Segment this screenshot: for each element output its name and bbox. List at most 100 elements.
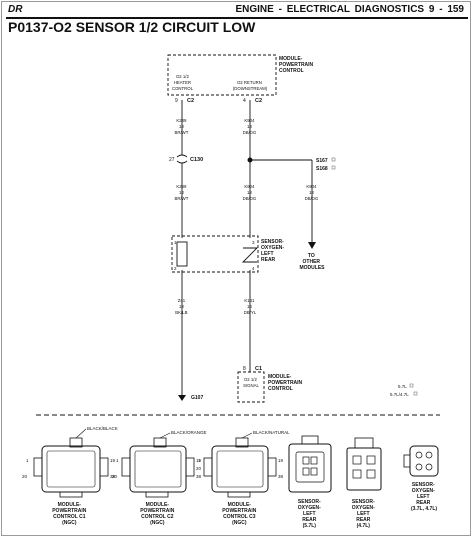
pcm-top-conn-left: C2 <box>187 98 194 104</box>
svg-text:9 4: 9 4 <box>175 98 246 104</box>
c1-color: BLACK/BLACK <box>87 426 118 431</box>
c2-pin-19: 19 <box>196 458 202 463</box>
wire-k904-b-gauge: 18 <box>247 190 252 195</box>
svg-text:SENSOR- OXYGEN- LEFT: SENSOR- OXYGEN- LEFT REAR <box>261 239 285 263</box>
wire-k904-a-code: K904 <box>244 118 255 123</box>
page-title: P0137-O2 SENSOR 1/2 CIRCUIT LOW <box>8 19 256 35</box>
c3-pin-19: 19 <box>278 458 284 463</box>
svg-text:1 2 3 4: 1 2 3 4 <box>174 240 256 271</box>
pcm-bottom-pin-num: 8 <box>243 366 246 372</box>
s57-name-3: LEFT <box>303 511 316 517</box>
s57-name-1: SENSOR- <box>298 499 321 505</box>
c3-pin-38: 38 <box>278 474 284 479</box>
svg-text:MODULE- POWERTRAIN CON: MODULE- POWERTRAIN CONTROL <box>279 56 315 74</box>
connector-c2 <box>121 437 195 498</box>
s57-name-2: OXYGEN- <box>298 505 321 511</box>
c130-arc-top <box>176 154 188 158</box>
to-other-3: MODULES <box>300 265 326 271</box>
note-1-marker <box>409 383 414 388</box>
connector-c1 <box>33 437 109 498</box>
s3747-name-5: (3.7L, 4.7L) <box>411 506 437 512</box>
pcm-bottom-pin-2: SIGNAL <box>243 383 259 388</box>
pcm-top-name-3: CONTROL <box>279 68 304 74</box>
c1-pin-20: 20 <box>22 474 28 479</box>
sensor-name-1: SENSOR- <box>261 239 284 245</box>
pcm-top-pin-left-num: 9 <box>175 98 178 104</box>
c2-color: BLACK/ORANGE <box>171 430 207 435</box>
wire-z41-gauge: 18 <box>179 304 184 309</box>
s47-name-1: SENSOR- <box>352 499 375 505</box>
s3747-name-2: OXYGEN- <box>412 488 435 494</box>
s57-name-5: (5.7L) <box>303 523 317 529</box>
sensor-heater <box>176 241 188 267</box>
pcm-top-name-1: MODULE- <box>279 56 303 62</box>
note-2: 5.7L/4.7L <box>390 392 409 397</box>
splice-s168-marker <box>331 165 336 170</box>
pcm-bottom-conn: C1 <box>255 366 262 372</box>
c3-name-2: POWERTRAIN <box>222 508 257 514</box>
s57-name-4: REAR <box>302 517 317 523</box>
svg-text:K289 18 BR/WT K904: K289 18 BR/WT K904 18 DB/DG K289 18 BR/W… <box>175 118 320 315</box>
svg-text:C2 C2: C2 C2 <box>187 98 262 104</box>
c1-name-2: POWERTRAIN <box>52 508 87 514</box>
connector-sensor-37-47 <box>403 445 439 477</box>
pcm-top-box <box>167 54 277 96</box>
wire-k289-a-color: BR/WT <box>175 130 189 135</box>
pcm-bottom-name-1: MODULE- <box>268 374 292 380</box>
c2-name-4: (NGC) <box>150 520 165 526</box>
pcm-top-pin-left-3: CONTROL <box>172 86 194 91</box>
sensor-element <box>241 247 259 263</box>
c1-name-4: (NGC) <box>62 520 77 526</box>
sensor-box <box>171 235 259 273</box>
c3-name-3: CONTROL C3 <box>223 514 256 520</box>
c1-name-3: CONTROL C1 <box>53 514 86 520</box>
svg-text:BLACK/BLACK BLACK/ORANGE: BLACK/BLACK BLACK/ORANGE BLACK/NATURAL <box>87 426 290 435</box>
note-2-marker <box>413 391 418 396</box>
pcm-bottom-name-3: CONTROL <box>268 386 293 392</box>
svg-text:1 20 19 38 1: 1 20 19 38 1 20 19 38 1 20 19 38 <box>22 458 284 479</box>
s47-name-3: LEFT <box>357 511 370 517</box>
s3747-name-1: SENSOR- <box>412 482 435 488</box>
c1-pin-1: 1 <box>26 458 29 463</box>
s3747-name-3: LEFT <box>417 494 430 500</box>
wire-k904-a-gauge: 18 <box>247 124 252 129</box>
header-model: DR <box>8 4 23 15</box>
pcm-top-pin-right-num: 4 <box>243 98 246 104</box>
sensor-pin-1: 1 <box>174 240 177 245</box>
pcm-bottom-box <box>237 371 265 403</box>
c3-color: BLACK/NATURAL <box>253 430 290 435</box>
c2-name-2: POWERTRAIN <box>140 508 175 514</box>
connector-sensor-47 <box>346 437 382 491</box>
note-1: 5.7L <box>398 384 407 389</box>
svg-text:O2 1/2 HEATER CONTROL: O2 1/2 HEATER CONTROL O2 RETURN (DOWNSTR… <box>172 74 268 91</box>
ground-symbol <box>178 395 186 401</box>
c1-pin-19: 19 <box>110 458 116 463</box>
wire-k289-b-color: BR/WT <box>175 196 189 201</box>
to-other-1: TO <box>308 253 315 259</box>
pcm-top-pin-left-1: O2 1/2 <box>176 74 190 79</box>
wire-k289-b-code: K289 <box>176 184 187 189</box>
wire-k904-b-code: K904 <box>244 184 255 189</box>
arrow-to-other-modules <box>308 242 316 249</box>
c3-pin-1: 1 <box>198 458 201 463</box>
sensor-pin-2: 2 <box>174 266 177 271</box>
wire-k289-a-code: K289 <box>176 118 187 123</box>
header-rule <box>6 17 468 19</box>
c2-pin-1: 1 <box>116 458 119 463</box>
c2-name-3: CONTROL C2 <box>141 514 174 520</box>
pcm-top-pin-left-2: HEATER <box>174 80 191 85</box>
c3-name-1: MODULE- <box>228 502 252 508</box>
wire-k141-code: K141 <box>244 298 255 303</box>
sensor-name-2: OXYGEN- <box>261 245 284 251</box>
wire-k904-c-code: K904 <box>306 184 317 189</box>
wire-z41-color: BK/LB <box>175 310 187 315</box>
svg-text:MODULE- POWERTRAIN CON: MODULE- POWERTRAIN CONTROL C1 (NGC) MODU… <box>52 482 437 529</box>
ground-label: G107 <box>191 395 203 401</box>
wire-k904-c-gauge: 18 <box>309 190 314 195</box>
pcm-bottom-name-2: POWERTRAIN <box>268 380 303 386</box>
c1-name-1: MODULE- <box>58 502 82 508</box>
c3-pin-20: 20 <box>196 466 202 471</box>
sensor-pin-3: 3 <box>252 240 255 245</box>
wire-k904-a-color: DB/DG <box>243 130 257 135</box>
